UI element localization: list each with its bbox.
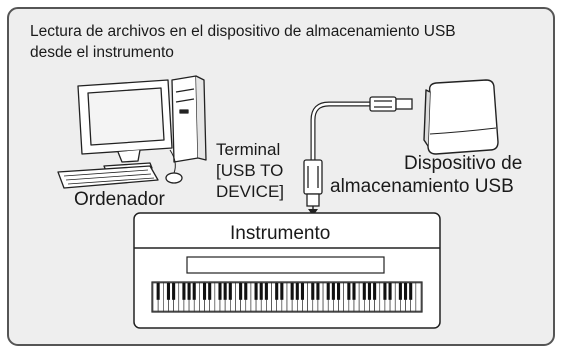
black-key [409, 283, 413, 300]
black-key [398, 283, 402, 300]
black-key [367, 283, 372, 300]
terminal-label-line-3: DEVICE] [216, 182, 284, 201]
black-key [300, 283, 305, 300]
usb-cable [310, 101, 375, 165]
black-key [192, 283, 196, 300]
usb-device-label-line-1: Dispositivo de [404, 153, 522, 174]
keyboard-white-keys [152, 282, 422, 312]
terminal-label-line-2: [USB TO [216, 161, 283, 180]
black-key [362, 283, 366, 300]
black-key [295, 283, 299, 300]
black-key [275, 283, 279, 300]
black-key [166, 283, 171, 300]
instrument-label: Instrumento [230, 223, 330, 244]
usb-storage-device [423, 79, 499, 155]
black-key [182, 283, 186, 300]
black-key [208, 283, 212, 300]
black-key [218, 283, 222, 300]
usb-device-label-line-2: almacenamiento USB [330, 176, 514, 197]
usb-a-connector [303, 159, 323, 207]
black-key [383, 283, 387, 300]
black-key [388, 283, 392, 300]
black-key [259, 283, 263, 300]
computer-label: Ordenador [74, 189, 166, 210]
black-key [336, 283, 341, 300]
black-key [280, 283, 284, 300]
black-key [223, 283, 227, 300]
computer-illustration [57, 75, 207, 189]
black-key [264, 283, 268, 300]
black-key [156, 283, 160, 300]
black-key [311, 283, 315, 300]
terminal-label-line-1: Terminal [216, 140, 280, 159]
black-key [373, 283, 377, 300]
header-line-1: Lectura de archivos en el dispositivo de… [30, 23, 456, 40]
black-key [254, 283, 258, 300]
black-key [187, 283, 191, 300]
black-key [172, 283, 176, 300]
black-key [403, 283, 408, 300]
header-line-2: desde el instrumento [30, 44, 174, 61]
black-key [228, 283, 232, 300]
white-key [415, 282, 422, 312]
black-key [316, 283, 320, 300]
black-key [352, 283, 356, 300]
keyboard-black-keys [156, 283, 413, 300]
usb-b-connector [369, 96, 413, 112]
black-key [202, 283, 207, 300]
black-key [347, 283, 351, 300]
black-key [326, 283, 330, 300]
black-key [244, 283, 248, 300]
black-key [331, 283, 335, 300]
black-key [290, 283, 294, 300]
black-key [239, 283, 243, 300]
